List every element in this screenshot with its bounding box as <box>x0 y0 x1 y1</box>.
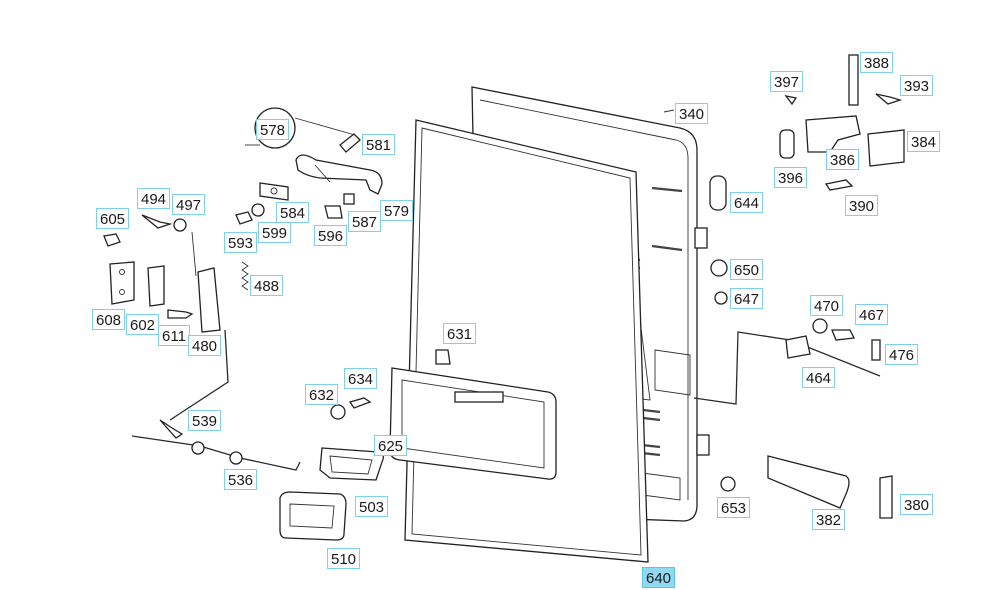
callout-380[interactable]: 380 <box>900 494 934 515</box>
callout-488[interactable]: 488 <box>250 275 284 296</box>
callout-390[interactable]: 390 <box>845 195 879 216</box>
callout-384[interactable]: 384 <box>907 131 941 152</box>
callout-340[interactable]: 340 <box>675 103 709 124</box>
callout-596[interactable]: 596 <box>314 225 348 246</box>
callout-602[interactable]: 602 <box>126 314 160 335</box>
small-parts-left <box>103 182 355 333</box>
callout-653[interactable]: 653 <box>717 497 751 518</box>
callout-605[interactable]: 605 <box>96 208 130 229</box>
small-parts-center <box>330 349 451 420</box>
callout-650[interactable]: 650 <box>730 259 764 280</box>
callout-584[interactable]: 584 <box>276 202 310 223</box>
callout-581[interactable]: 581 <box>362 134 396 155</box>
callout-579[interactable]: 579 <box>380 200 414 221</box>
callout-382[interactable]: 382 <box>812 509 846 530</box>
callout-631[interactable]: 631 <box>443 323 477 344</box>
inner-handle <box>279 447 384 541</box>
callout-476[interactable]: 476 <box>885 344 919 365</box>
callout-467[interactable]: 467 <box>855 304 889 325</box>
trim-frame <box>389 367 557 480</box>
callout-470[interactable]: 470 <box>810 295 844 316</box>
callout-593[interactable]: 593 <box>224 232 258 253</box>
callout-647[interactable]: 647 <box>730 288 764 309</box>
callout-397[interactable]: 397 <box>770 71 804 92</box>
callout-497[interactable]: 497 <box>172 194 206 215</box>
small-parts-right <box>663 54 905 519</box>
door-seal <box>404 119 649 563</box>
callout-625[interactable]: 625 <box>374 435 408 456</box>
callout-599[interactable]: 599 <box>258 222 292 243</box>
callout-536[interactable]: 536 <box>224 469 258 490</box>
callout-587[interactable]: 587 <box>348 211 382 232</box>
callout-388[interactable]: 388 <box>860 52 894 73</box>
callout-640[interactable]: 640 <box>642 567 676 588</box>
callout-644[interactable]: 644 <box>730 192 764 213</box>
callout-503[interactable]: 503 <box>355 496 389 517</box>
callout-608[interactable]: 608 <box>92 309 126 330</box>
callout-386[interactable]: 386 <box>826 149 860 170</box>
callout-396[interactable]: 396 <box>774 167 808 188</box>
callout-632[interactable]: 632 <box>305 384 339 405</box>
callout-393[interactable]: 393 <box>900 75 934 96</box>
callout-611[interactable]: 611 <box>158 325 190 346</box>
callout-578[interactable]: 578 <box>256 119 290 140</box>
callout-494[interactable]: 494 <box>137 188 171 209</box>
linkage-rods <box>131 329 301 471</box>
callout-634[interactable]: 634 <box>344 368 378 389</box>
callout-510[interactable]: 510 <box>327 548 361 569</box>
callout-480[interactable]: 480 <box>188 335 222 356</box>
callout-464[interactable]: 464 <box>802 367 836 388</box>
callout-539[interactable]: 539 <box>188 410 222 431</box>
